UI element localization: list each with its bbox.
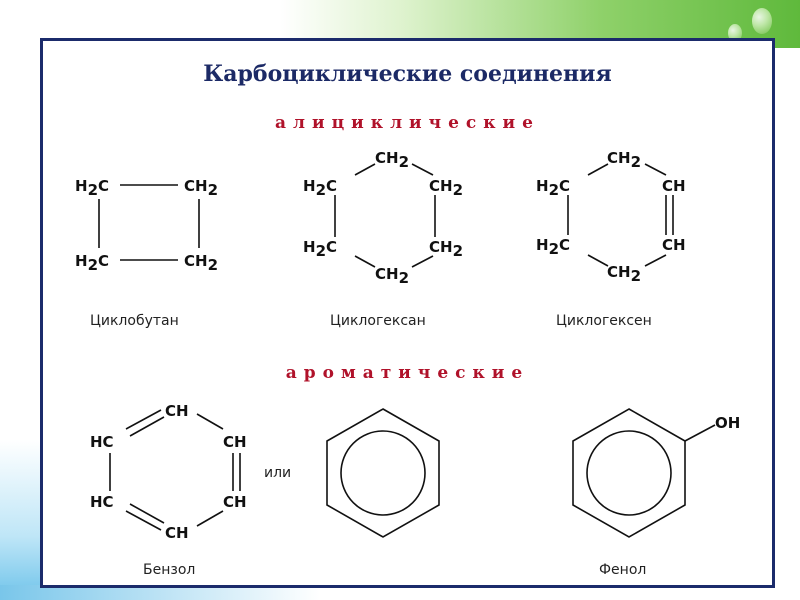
compound-name-cyclohexane: Циклогексан (330, 313, 426, 329)
atom-label-ch: CH (662, 236, 686, 254)
hexagon-ring (326, 408, 440, 538)
atom-label-ch: CH (165, 524, 189, 542)
water-drop-decoration (752, 8, 772, 34)
double-bond (129, 503, 165, 524)
structures-canvas: H2C CH2 H2C CH2 Циклобутан CH2 H2C CH2 H… (75, 149, 740, 578)
compound-name-cyclobutane: Циклобутан (90, 313, 179, 329)
atom-label-oh: OH (715, 414, 740, 432)
atom-label-hc: HC (90, 433, 114, 451)
atom-label-ch2: CH2 (375, 149, 409, 171)
bond (354, 255, 376, 268)
atom-label-h2c: H2C (75, 252, 109, 274)
section-aromatic-heading: ароматические (285, 363, 530, 383)
atom-label-ch2: CH2 (607, 263, 641, 285)
aromatic-circle (340, 430, 426, 516)
aromatic-circle (586, 430, 672, 516)
phenol-structure: OH Фенол (572, 408, 740, 578)
cyclobutane-structure: H2C CH2 H2C CH2 Циклобутан (75, 177, 218, 329)
background-bottom-gradient (0, 585, 800, 600)
atom-label-h2c: H2C (536, 177, 570, 199)
bond (587, 163, 609, 176)
compound-name-benzene: Бензол (143, 562, 195, 578)
slide-title: Карбоциклические соединения (203, 61, 612, 87)
atom-label-ch: CH (223, 493, 247, 511)
atom-label-ch2: CH2 (429, 177, 463, 199)
atom-label-ch2: CH2 (184, 177, 218, 199)
atom-label-h2c: H2C (303, 177, 337, 199)
bond (684, 424, 716, 442)
bond (644, 254, 667, 267)
cyclohexane-structure: CH2 H2C CH2 H2C CH2 CH2 Циклогексан (303, 149, 463, 329)
atom-label-ch: CH (223, 433, 247, 451)
atom-label-ch: CH (662, 177, 686, 195)
or-label: или (264, 465, 291, 481)
compound-name-phenol: Фенол (599, 562, 646, 578)
hexagon-ring (572, 408, 686, 538)
atom-label-h2c: H2C (75, 177, 109, 199)
section-alicyclic-heading: алициклические (275, 113, 540, 133)
double-bond (129, 416, 165, 437)
atom-label-ch: CH (165, 402, 189, 420)
atom-label-h2c: H2C (303, 238, 337, 260)
bond (125, 510, 162, 531)
atom-label-ch2: CH2 (607, 149, 641, 171)
bond (196, 413, 224, 430)
compound-name-cyclohexene: Циклогексен (556, 313, 652, 329)
atom-label-ch2: CH2 (429, 238, 463, 260)
cyclohexene-structure: CH2 H2C CH H2C CH CH2 Циклогексен (536, 149, 686, 329)
bond (644, 163, 667, 176)
atom-label-h2c: H2C (536, 236, 570, 258)
atom-label-hc: HC (90, 493, 114, 511)
water-drop-decoration (728, 24, 742, 42)
bond (354, 163, 376, 176)
bond (125, 409, 162, 430)
benzene-aromatic-structure (326, 408, 440, 538)
bond (587, 254, 609, 267)
bond (411, 255, 434, 268)
bond (411, 163, 434, 176)
bond (196, 510, 224, 527)
atom-label-ch2: CH2 (375, 265, 409, 287)
slide-frame: Карбоциклические соединения алициклическ… (40, 38, 775, 588)
atom-label-ch2: CH2 (184, 252, 218, 274)
benzene-kekule-structure: CH HC CH HC CH CH Бензол (90, 402, 247, 578)
